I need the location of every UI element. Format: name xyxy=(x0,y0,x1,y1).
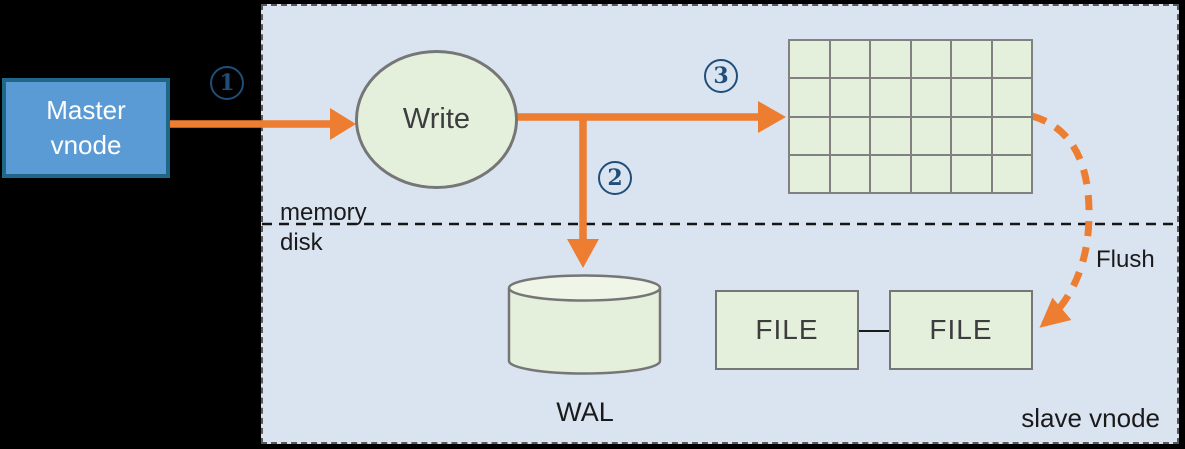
flush-label: Flush xyxy=(1096,246,1155,273)
mem-table-cell xyxy=(871,155,910,192)
write-node: Write xyxy=(355,50,518,189)
memory-label: memory xyxy=(280,199,367,226)
step-3-badge: 3 xyxy=(704,59,738,93)
mem-table-cell xyxy=(790,41,829,78)
mem-table-cell xyxy=(911,41,950,78)
mem-table xyxy=(788,39,1033,194)
mem-table-cell xyxy=(911,79,950,116)
slave-vnode-label: slave vnode xyxy=(1021,403,1160,433)
mem-table-cell xyxy=(992,155,1031,192)
mem-table-cell xyxy=(830,117,869,154)
mem-table-cell xyxy=(871,41,910,78)
mem-table-cell xyxy=(911,155,950,192)
mem-table-cell xyxy=(952,117,991,154)
step-2-badge: 2 xyxy=(598,161,632,195)
master-vnode-label-line2: vnode xyxy=(50,130,122,160)
mem-table-cell xyxy=(992,41,1031,78)
master-vnode-label-line1: Master xyxy=(46,95,126,125)
wal-label: WAL xyxy=(556,397,614,427)
mem-table-cell xyxy=(992,117,1031,154)
mem-table-cell xyxy=(830,155,869,192)
step-1-badge: 1 xyxy=(210,66,244,100)
file-box-1-label: FILE xyxy=(755,314,819,345)
write-node-label: Write xyxy=(402,103,471,135)
mem-table-cell xyxy=(830,41,869,78)
mem-table-cell xyxy=(830,79,869,116)
mem-table-cell xyxy=(952,41,991,78)
mem-table-cell xyxy=(952,155,991,192)
mem-table-cell xyxy=(790,117,829,154)
mem-table-cell xyxy=(871,79,910,116)
mem-table-cell xyxy=(871,117,910,154)
mem-table-cell xyxy=(952,79,991,116)
mem-table-cell xyxy=(911,117,950,154)
file-box-2: FILE xyxy=(889,290,1033,370)
file-box-1: FILE xyxy=(715,290,859,370)
master-vnode-box: Master vnode xyxy=(2,78,170,178)
mem-table-cell xyxy=(790,155,829,192)
file-box-2-label: FILE xyxy=(929,314,993,345)
mem-table-cell xyxy=(992,79,1031,116)
mem-table-cell xyxy=(790,79,829,116)
disk-label: disk xyxy=(280,229,323,256)
